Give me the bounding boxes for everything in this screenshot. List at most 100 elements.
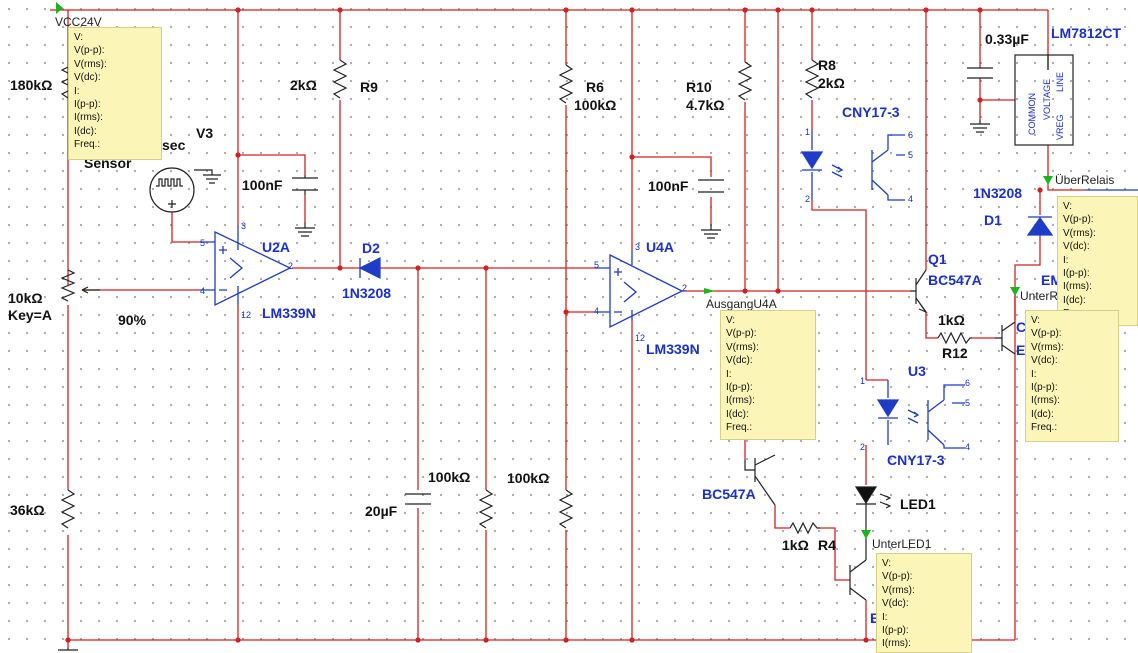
probe-line: V(dc):	[726, 355, 753, 367]
label-r9-value: 2kΩ	[290, 77, 317, 93]
wires	[50, 9, 1085, 648]
pin-u2a-vcc: 3	[241, 221, 246, 231]
resistor-r10	[737, 61, 753, 101]
capacitor-20uf	[405, 493, 431, 505]
pin-cny1-1: 1	[805, 127, 810, 137]
probe-line: I(dc):	[1063, 294, 1086, 306]
label-em-frag: EM	[1041, 272, 1062, 288]
resistor-r9	[332, 59, 348, 99]
probe-line: V(rms):	[726, 341, 759, 353]
label-unterled: UnterLED1	[872, 537, 932, 551]
probe-line: I:	[726, 368, 732, 380]
pin-cny1-5: 5	[908, 150, 913, 160]
probe-line: Freq.:	[1031, 422, 1058, 434]
probe-line: V:	[726, 315, 736, 326]
label-r8: R8	[818, 57, 836, 73]
label-d2: D2	[362, 240, 380, 256]
label-reg-line: LINE	[1055, 72, 1065, 92]
probe-line: I(rms):	[1031, 395, 1060, 407]
pin-u4a-plus: 5	[594, 260, 599, 270]
probe-box-unterled[interactable]: V:V(p-p):V(rms):V(dc):I:I(p-p):I(rms):	[876, 553, 972, 653]
capacitor-100nf-2	[698, 179, 724, 193]
label-r4-value: 1kΩ	[782, 537, 809, 553]
probe-box-vcc[interactable]: V:V(p-p):V(rms):V(dc):I:I(p-p):I(rms):I(…	[68, 27, 162, 160]
potentiometer	[60, 269, 76, 302]
label-e2-frag: E	[870, 610, 879, 626]
probe-line: I(p-p):	[74, 99, 101, 111]
pin-u3-1: 1	[860, 376, 865, 386]
transistor-q1	[910, 269, 927, 313]
label-c20u: 20µF	[365, 503, 398, 519]
pin-u4a-vcc: 3	[635, 242, 640, 252]
components	[60, 54, 1074, 601]
label-u3: U3	[908, 363, 926, 379]
probe-line: I(dc):	[74, 125, 97, 137]
label-cny1: CNY17-3	[842, 104, 900, 120]
pin-u2a-out: 2	[288, 261, 293, 271]
probe-line: I:	[882, 611, 888, 623]
resistor-100k-1	[478, 489, 494, 529]
probe-line: V(rms):	[1063, 227, 1096, 239]
resistor-100k-2	[558, 489, 574, 529]
label-c100n-1: 100nF	[242, 177, 283, 193]
pin-u4a-out: 2	[682, 283, 687, 293]
probe-line: V(rms):	[882, 584, 915, 596]
pin-cny1-2: 2	[805, 194, 810, 204]
label-e-frag: E	[1016, 342, 1025, 358]
label-u2a: U2A	[262, 239, 290, 255]
probe-line: V:	[74, 32, 84, 43]
label-pot-key: Key=A	[8, 307, 52, 323]
resistor-r8	[804, 59, 820, 99]
label-r6-value: 100kΩ	[574, 97, 616, 113]
probe-line: I(dc):	[1031, 408, 1054, 420]
label-r9: R9	[360, 79, 378, 95]
probe-marker-ausgang	[704, 288, 715, 294]
label-reg-vreg: VREG	[1055, 114, 1065, 140]
junction-dots	[65, 7, 1043, 643]
probe-box-uberrelais[interactable]: V:V(p-p):V(rms):V(dc):I:I(p-p):I(rms):I(…	[1057, 196, 1138, 326]
probe-line: I(rms):	[882, 638, 911, 650]
comparator-u4a	[609, 253, 684, 329]
pin-cny1-6: 6	[908, 130, 913, 140]
pin-u2a-minus: 4	[200, 286, 205, 296]
label-unterr: UnterR	[1020, 289, 1058, 303]
probe-line: V(p-p):	[1031, 328, 1062, 340]
label-cny2: CNY17-3	[887, 452, 945, 468]
resistor-r4	[789, 521, 820, 535]
resistor-r6	[558, 64, 574, 104]
probe-line: I(p-p):	[882, 625, 909, 637]
pin-u2a-plus: 5	[200, 238, 205, 248]
probe-box-ausgang[interactable]: V:V(p-p):V(rms):V(dc):I:I(p-p):I(rms):I(…	[720, 310, 816, 440]
pin-u3-5: 5	[965, 398, 970, 408]
probe-marker-uber	[1043, 176, 1053, 185]
probe-line: V(p-p):	[882, 571, 913, 583]
probe-line: I:	[74, 85, 80, 97]
probe-line: V:	[1031, 315, 1041, 326]
capacitor-100nf-1	[292, 175, 318, 195]
label-r4: R4	[818, 537, 836, 553]
label-c100n-2: 100nF	[648, 178, 689, 194]
label-r10: R10	[686, 79, 712, 95]
comparator-u2a	[214, 230, 292, 307]
probe-line: V(rms):	[1031, 341, 1064, 353]
probe-line: I(p-p):	[726, 382, 753, 394]
probe-line: Freq.:	[74, 139, 101, 151]
label-uberrelais: ÜberRelais	[1055, 173, 1114, 187]
led1	[854, 486, 878, 505]
label-r8-value: 2kΩ	[818, 75, 845, 91]
label-reg-common: COMMON	[1027, 93, 1037, 135]
label-led1: LED1	[900, 496, 936, 512]
ground-symbol	[58, 648, 78, 651]
label-lm339-2: LM339N	[646, 341, 700, 357]
label-pot-percent: 90%	[118, 312, 147, 328]
label-lm7812: LM7812CT	[1051, 25, 1121, 41]
resistor-r12	[937, 331, 972, 345]
pin-u3-2: 2	[860, 442, 865, 452]
optocoupler-u3	[876, 380, 965, 449]
pin-u3-4: 4	[965, 442, 970, 452]
probe-box-unterr[interactable]: V:V(p-p):V(rms):V(dc):I:I(p-p):I(rms):I(…	[1025, 310, 1119, 442]
probe-markers	[56, 2, 1053, 539]
label-r10-value: 4.7kΩ	[686, 97, 724, 113]
